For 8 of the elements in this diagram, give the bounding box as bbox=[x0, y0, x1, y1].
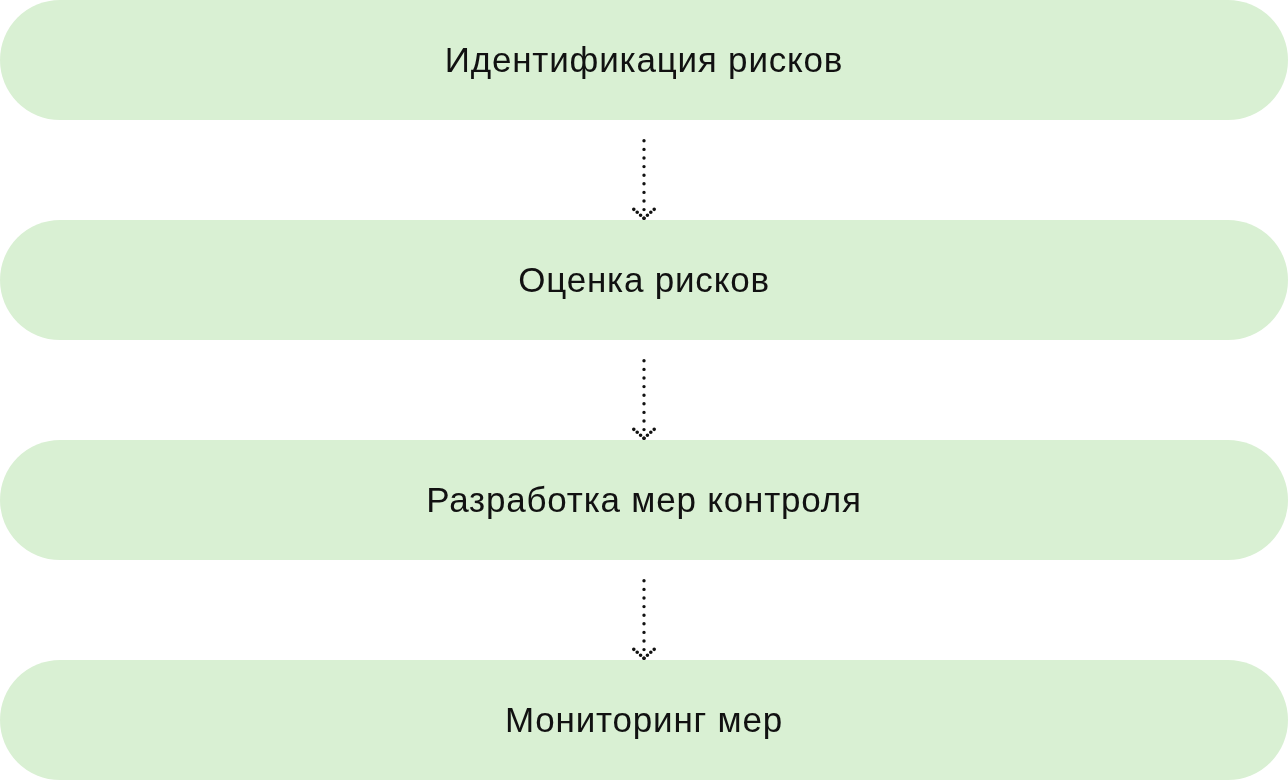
step-label: Разработка мер контроля bbox=[426, 479, 862, 521]
step-label: Мониторинг мер bbox=[505, 699, 783, 741]
step-label: Идентификация рисков bbox=[444, 39, 844, 81]
process-pill bbox=[0, 0, 1288, 120]
process-pill bbox=[0, 220, 1288, 340]
process-pill bbox=[0, 440, 1288, 560]
step-label: Оценка рисков bbox=[518, 259, 770, 301]
process-pill bbox=[0, 660, 1288, 780]
